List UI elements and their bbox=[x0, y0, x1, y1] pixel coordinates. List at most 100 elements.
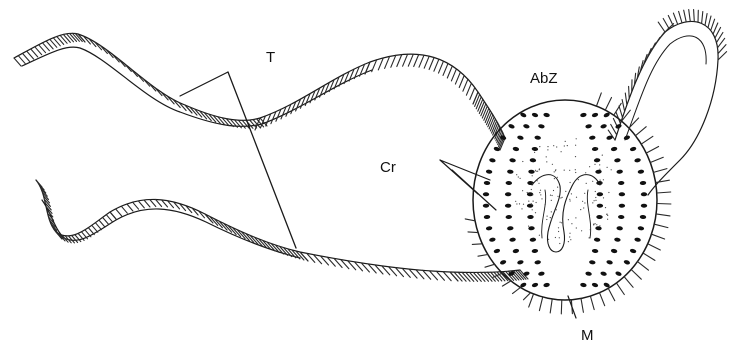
stipple-dot bbox=[589, 215, 590, 216]
hatch-stroke bbox=[470, 88, 475, 100]
cilium bbox=[629, 118, 639, 128]
stipple-dot bbox=[596, 158, 597, 159]
stipple-dot bbox=[559, 237, 560, 238]
stipple-dot bbox=[582, 201, 583, 202]
stipple-dot bbox=[528, 201, 529, 202]
cilium bbox=[689, 10, 691, 22]
stipple-dot bbox=[547, 146, 548, 147]
comb-plate bbox=[641, 204, 648, 208]
stipple-dot bbox=[551, 200, 552, 201]
stipple-dot bbox=[556, 209, 557, 210]
stipple-dot bbox=[592, 181, 593, 182]
stipple-dot bbox=[580, 209, 581, 210]
comb-plate bbox=[499, 259, 506, 265]
hatch-stroke bbox=[31, 49, 38, 57]
stipple-dot bbox=[559, 243, 560, 244]
comb-plate bbox=[606, 260, 613, 265]
hatch-stroke bbox=[429, 58, 434, 70]
cilium bbox=[550, 299, 552, 313]
stipple-dot bbox=[533, 201, 534, 202]
stipple-dot bbox=[546, 156, 547, 157]
stipple-dot bbox=[585, 172, 586, 173]
stipple-dot bbox=[594, 164, 595, 165]
comb-plate bbox=[637, 226, 644, 231]
stipple-dot bbox=[569, 236, 570, 237]
hatch-stroke bbox=[99, 220, 105, 227]
comb-plate bbox=[641, 192, 648, 196]
stipple-dot bbox=[586, 183, 587, 184]
cilium bbox=[705, 14, 707, 26]
stipple-dot bbox=[551, 219, 552, 220]
stipple-dot bbox=[595, 191, 596, 192]
cilium bbox=[656, 180, 670, 182]
comb-plate bbox=[489, 158, 496, 163]
stipple-dot bbox=[532, 194, 533, 195]
hatch-stroke bbox=[110, 212, 116, 219]
cilium bbox=[715, 27, 721, 38]
stipple-dot bbox=[569, 233, 570, 234]
cilium bbox=[513, 288, 521, 294]
stipple-dot bbox=[576, 227, 577, 228]
cilium bbox=[648, 244, 661, 250]
cilium bbox=[711, 19, 715, 30]
comb-plate bbox=[509, 158, 516, 163]
hatch-stroke bbox=[470, 272, 478, 281]
comb-plate bbox=[512, 248, 519, 253]
comb-plate bbox=[614, 237, 621, 242]
stipple-dot bbox=[599, 169, 600, 170]
cilium bbox=[472, 244, 482, 245]
hatch-stroke bbox=[238, 120, 245, 128]
cilium bbox=[468, 232, 478, 233]
comb-plate bbox=[499, 135, 506, 141]
comb-plate bbox=[623, 259, 630, 265]
comb-plate bbox=[517, 260, 524, 265]
comb-rows-leader-3 bbox=[452, 170, 496, 210]
cilium bbox=[646, 147, 658, 154]
stipple-dot bbox=[558, 231, 559, 232]
cilium bbox=[465, 219, 475, 221]
comb-plate bbox=[534, 135, 541, 140]
stipple-dot bbox=[553, 190, 554, 191]
stipple-dot bbox=[607, 219, 608, 220]
stipple-dot bbox=[564, 170, 565, 171]
hatch-stroke bbox=[385, 56, 390, 68]
stipple-dot bbox=[536, 202, 537, 203]
hatch-stroke bbox=[424, 56, 429, 68]
stipple-dot bbox=[547, 216, 548, 217]
stipple-dot bbox=[557, 177, 558, 178]
cilium bbox=[605, 98, 611, 111]
cilium bbox=[624, 277, 633, 288]
comb-plate bbox=[507, 226, 514, 231]
stipple-dot bbox=[569, 170, 570, 171]
stipple-dot bbox=[516, 174, 517, 175]
hatch-stroke bbox=[378, 58, 383, 70]
comb-plate bbox=[585, 271, 592, 276]
cilium bbox=[529, 294, 534, 307]
hatch-stroke bbox=[458, 272, 466, 281]
comb-plate bbox=[543, 112, 550, 117]
comb-plate bbox=[528, 169, 535, 173]
hatch-stroke bbox=[481, 104, 486, 116]
comb-plate bbox=[531, 112, 538, 118]
comb-plate bbox=[619, 204, 625, 208]
hatch-stroke bbox=[482, 106, 487, 118]
stipple-dot bbox=[595, 223, 596, 224]
stipple-dot bbox=[522, 190, 523, 191]
hatch-stroke bbox=[408, 54, 413, 66]
comb-plate bbox=[538, 124, 545, 129]
stipple-dot bbox=[537, 180, 538, 181]
cilium bbox=[658, 22, 665, 32]
stipple-dot bbox=[552, 164, 553, 165]
cilium bbox=[485, 264, 495, 267]
stipple-dot bbox=[599, 164, 600, 165]
comb-plate bbox=[611, 248, 618, 253]
hatch-stroke bbox=[414, 55, 419, 67]
hatch-stroke bbox=[14, 58, 21, 66]
comb-rows-leader-1 bbox=[440, 160, 490, 180]
comb-plate bbox=[619, 192, 625, 196]
comb-plate bbox=[531, 147, 538, 152]
stipple-dot bbox=[557, 196, 558, 197]
hatch-stroke bbox=[156, 200, 162, 207]
comb-plate bbox=[530, 158, 537, 163]
stipple-dot bbox=[583, 207, 584, 208]
